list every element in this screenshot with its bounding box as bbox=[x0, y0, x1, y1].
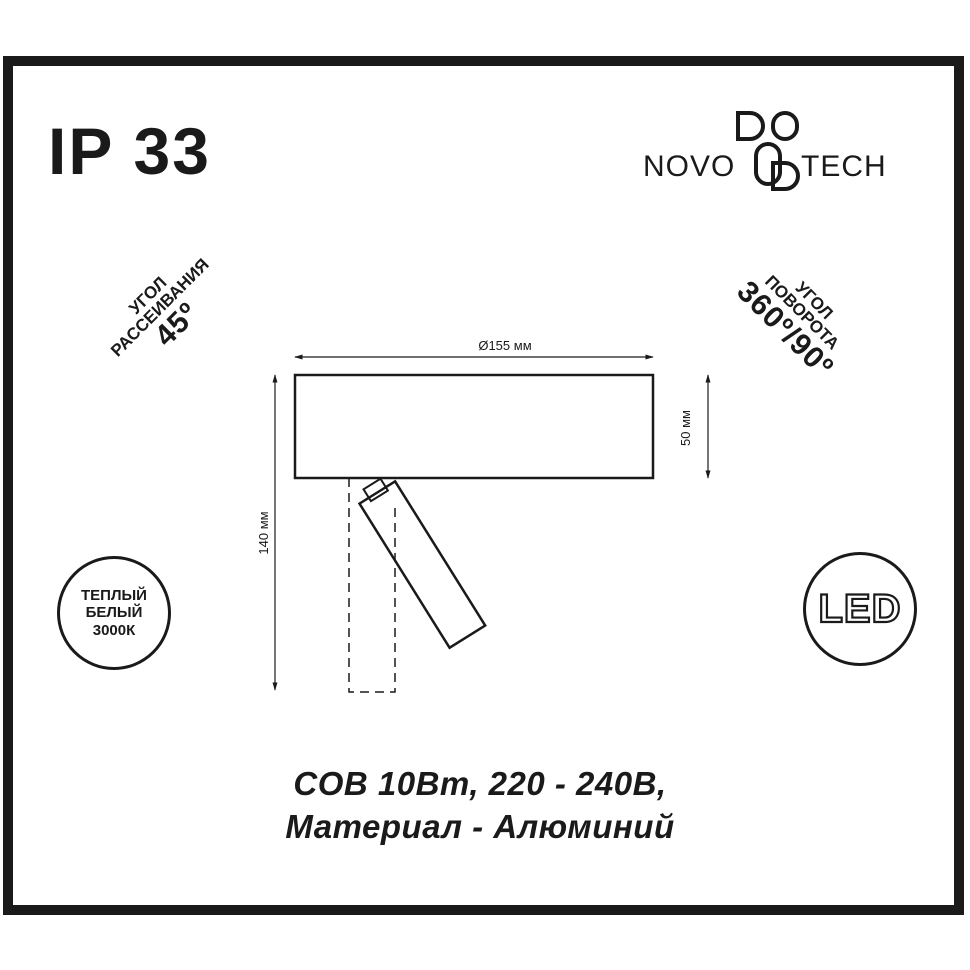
specs-line1: COB 10Вт, 220 - 240В, bbox=[293, 765, 667, 802]
led-badge bbox=[803, 552, 917, 666]
specs-line2: Материал - Алюминий bbox=[285, 808, 675, 845]
color-temp-badge: ТЕПЛЫЙ БЕЛЫЙ 3000К bbox=[57, 556, 171, 670]
color-temp-line1: ТЕПЛЫЙ bbox=[81, 587, 147, 605]
ip-rating: IP 33 bbox=[48, 114, 211, 188]
color-temp-line3: 3000К bbox=[92, 621, 136, 639]
color-temp-line2: БЕЛЫЙ bbox=[85, 604, 143, 622]
